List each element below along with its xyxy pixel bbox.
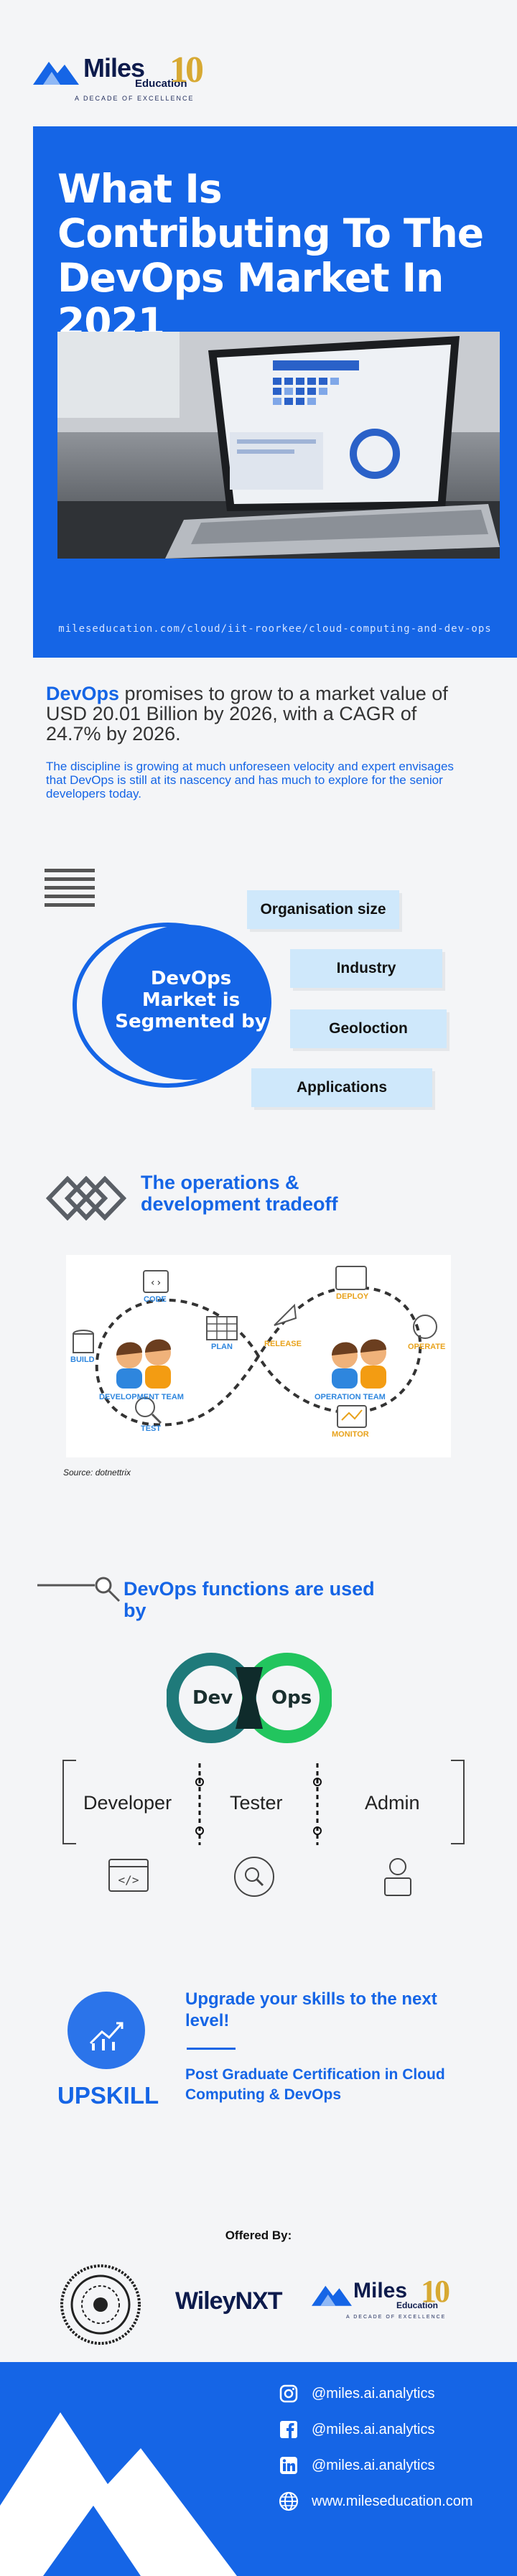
brand-years: 10 bbox=[169, 50, 204, 90]
iit-roorkee-seal bbox=[60, 2264, 141, 2345]
step-code: CODE bbox=[144, 1295, 167, 1304]
list-lines-icon bbox=[45, 869, 95, 916]
role-admin: Admin bbox=[365, 1792, 420, 1814]
miles-education-logo[interactable]: Miles Education 10 A DECADE OF EXCELLENC… bbox=[33, 49, 227, 106]
role-developer: Developer bbox=[83, 1792, 172, 1814]
tradeoff-title: The operations & development tradeoff bbox=[141, 1172, 338, 1215]
brand-name: Miles bbox=[83, 53, 145, 83]
mountain-logo-icon bbox=[33, 62, 79, 85]
svg-text:‹›: ‹› bbox=[150, 1277, 162, 1289]
operation-team-people bbox=[332, 1339, 386, 1389]
development-team-people bbox=[116, 1339, 171, 1389]
devops-highlight: DevOps bbox=[46, 683, 120, 704]
linkedin-link[interactable]: @miles.ai.analytics bbox=[279, 2453, 434, 2478]
roles-bracket-lines bbox=[62, 1760, 465, 1845]
market-growth-statement: DevOps promises to grow to a market valu… bbox=[46, 683, 448, 744]
laptop-illustration bbox=[57, 332, 500, 559]
upskill-heading: Upgrade your skills to the next level! bbox=[185, 1989, 437, 2030]
facebook-handle: @miles.ai.analytics bbox=[312, 2421, 435, 2437]
segment-industry: Industry bbox=[290, 949, 442, 988]
globe-icon bbox=[279, 2491, 299, 2511]
instagram-icon bbox=[279, 2384, 299, 2404]
segmentation-center-line-3: Segmented by bbox=[115, 1011, 267, 1032]
functions-title: DevOps functions are used by bbox=[124, 1578, 375, 1621]
magnifier-icon bbox=[234, 1857, 274, 1897]
code-window-icon: </> bbox=[108, 1859, 149, 1892]
step-operate: OPERATE bbox=[408, 1343, 446, 1351]
devops-logo-dev: Dev bbox=[192, 1687, 233, 1709]
wileynxt-logo: WileyNXT bbox=[175, 2287, 283, 2315]
segmentation-center-text: DevOps Market is Segmented by bbox=[112, 968, 270, 1032]
step-build: BUILD bbox=[70, 1355, 95, 1364]
devops-logo-icon bbox=[167, 1653, 332, 1743]
offered-by-label: Offered By: bbox=[225, 2229, 292, 2242]
miles-education-logo-small: Miles Education 10 A DECADE OF EXCELLENC… bbox=[312, 2274, 477, 2326]
brand-name-small: Miles bbox=[353, 2279, 408, 2302]
facebook-link[interactable]: @miles.ai.analytics bbox=[279, 2417, 434, 2442]
key-pin-icon bbox=[37, 1577, 121, 1602]
step-test: TEST bbox=[141, 1424, 162, 1433]
upskill-divider bbox=[187, 2048, 236, 2050]
brand-sub: Education bbox=[135, 78, 187, 90]
segmentation-center-line-2: Market is bbox=[141, 989, 241, 1011]
step-plan: PLAN bbox=[211, 1343, 233, 1351]
step-deploy: DEPLOY bbox=[336, 1292, 369, 1301]
footer: @miles.ai.analytics @miles.ai.analytics … bbox=[0, 2362, 517, 2576]
svg-text:</>: </> bbox=[118, 1873, 139, 1887]
diagram-source: Source: dotnettrix bbox=[63, 1467, 131, 1478]
mountain-footer-icon bbox=[0, 2412, 237, 2576]
instagram-handle: @miles.ai.analytics bbox=[312, 2385, 435, 2402]
brand-tagline: A DECADE OF EXCELLENCE bbox=[75, 95, 195, 102]
diamond-chain-icon bbox=[46, 1176, 126, 1221]
instagram-link[interactable]: @miles.ai.analytics bbox=[279, 2381, 434, 2407]
linkedin-handle: @miles.ai.analytics bbox=[312, 2457, 435, 2473]
laptop-photo bbox=[57, 332, 500, 559]
linkedin-icon bbox=[279, 2455, 299, 2475]
intro-subtext: The discipline is growing at much unfore… bbox=[46, 760, 454, 801]
website-url: www.mileseducation.com bbox=[312, 2493, 473, 2509]
step-release: RELEASE bbox=[264, 1340, 302, 1348]
devops-infinity-diagram: ‹› bbox=[66, 1255, 451, 1457]
segmentation-circle-icon bbox=[73, 923, 271, 1088]
market-growth-text: promises to grow to a market value of US… bbox=[46, 683, 448, 745]
brand-years-small: 10 bbox=[421, 2274, 450, 2309]
hero-title: What Is Contributing To The DevOps Marke… bbox=[57, 166, 484, 345]
segment-applications: Applications bbox=[251, 1068, 432, 1107]
operation-team-label: OPERATION TEAM bbox=[315, 1393, 386, 1401]
facebook-icon bbox=[279, 2419, 299, 2440]
mountain-logo-small-icon bbox=[312, 2285, 352, 2306]
brand-sub-small: Education bbox=[396, 2300, 439, 2310]
admin-user-icon bbox=[384, 1858, 411, 1896]
upskill-label: UPSKILL bbox=[57, 2082, 159, 2109]
role-tester: Tester bbox=[230, 1792, 283, 1814]
hero-banner: What Is Contributing To The DevOps Marke… bbox=[33, 126, 517, 658]
segment-organisation-size: Organisation size bbox=[247, 890, 399, 929]
segment-location: Geoloction bbox=[290, 1009, 447, 1048]
brand-tagline-small: A DECADE OF EXCELLENCE bbox=[346, 2315, 447, 2320]
development-team-label: DEVELOPMENT TEAM bbox=[99, 1393, 184, 1401]
program-name: Post Graduate Certification in Cloud Com… bbox=[185, 2066, 445, 2103]
upskill-chart-icon bbox=[67, 1992, 145, 2069]
infinity-loop-icon: ‹› bbox=[73, 1266, 437, 1428]
segmentation-center-line-1: DevOps bbox=[150, 968, 232, 989]
source-url-link[interactable]: mileseducation.com/cloud/iit-roorkee/clo… bbox=[58, 623, 492, 635]
step-monitor: MONITOR bbox=[332, 1430, 369, 1439]
website-link[interactable]: www.mileseducation.com bbox=[279, 2488, 473, 2514]
devops-logo-ops: Ops bbox=[271, 1687, 312, 1709]
